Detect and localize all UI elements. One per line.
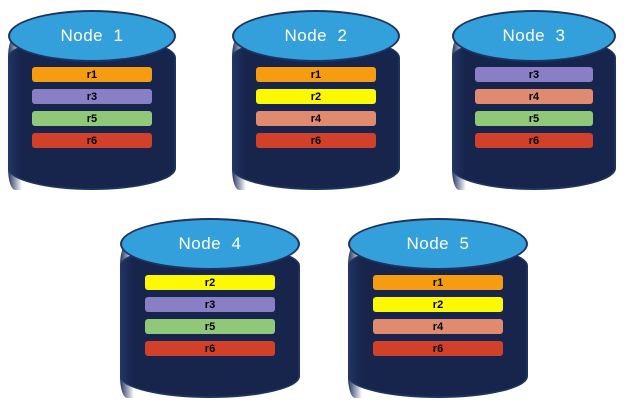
- replica-bar-r3[interactable]: r3: [31, 89, 153, 104]
- replica-bar-r6[interactable]: r6: [255, 133, 377, 148]
- replica-bar-r3[interactable]: r3: [145, 297, 275, 312]
- replica-bar-list: r1 r3 r5 r6: [8, 67, 176, 148]
- replica-bar-r2[interactable]: r2: [145, 275, 275, 290]
- replica-bar-r5[interactable]: r5: [145, 319, 275, 334]
- node-label: Node 3: [502, 26, 566, 45]
- replica-bar-r6[interactable]: r6: [31, 133, 153, 148]
- node-label: Node 4: [178, 234, 242, 253]
- node-5[interactable]: Node 5 r1 r2 r4 r6: [348, 218, 528, 398]
- node-label: Node 1: [60, 26, 124, 45]
- cylinder-top-ellipse: [348, 218, 528, 270]
- node-4[interactable]: Node 4 r2 r3 r5 r6: [120, 218, 300, 398]
- cylinder-top-ellipse: [452, 10, 616, 62]
- replica-bar-list: r2 r3 r5 r6: [120, 275, 300, 356]
- replica-bar-r5[interactable]: r5: [474, 111, 594, 126]
- replica-bar-r1[interactable]: r1: [31, 67, 153, 82]
- node-1[interactable]: Node 1 r1 r3 r5 r6: [8, 10, 176, 190]
- replica-bar-r4[interactable]: r4: [474, 89, 594, 104]
- node-label: Node 2: [284, 26, 348, 45]
- replica-bar-r5[interactable]: r5: [31, 111, 153, 126]
- replica-bar-r3[interactable]: r3: [474, 67, 594, 82]
- node-3[interactable]: Node 3 r3 r4 r5 r6: [452, 10, 616, 190]
- cylinder-top-ellipse: [8, 10, 176, 62]
- replica-bar-r2[interactable]: r2: [373, 297, 503, 312]
- replica-bar-list: r1 r2 r4 r6: [232, 67, 400, 148]
- replica-bar-r4[interactable]: r4: [255, 111, 377, 126]
- cylinder-top-ellipse: [232, 10, 400, 62]
- node-2[interactable]: Node 2 r1 r2 r4 r6: [232, 10, 400, 190]
- replica-bar-r6[interactable]: r6: [373, 341, 503, 356]
- replica-bar-list: r1 r2 r4 r6: [348, 275, 528, 356]
- replica-bar-list: r3 r4 r5 r6: [452, 67, 616, 148]
- replica-bar-r2[interactable]: r2: [255, 89, 377, 104]
- replica-bar-r1[interactable]: r1: [373, 275, 503, 290]
- replica-bar-r6[interactable]: r6: [474, 133, 594, 148]
- node-label: Node 5: [406, 234, 470, 253]
- replica-bar-r6[interactable]: r6: [145, 341, 275, 356]
- cylinder-top-ellipse: [120, 218, 300, 270]
- replica-bar-r4[interactable]: r4: [373, 319, 503, 334]
- replica-bar-r1[interactable]: r1: [255, 67, 377, 82]
